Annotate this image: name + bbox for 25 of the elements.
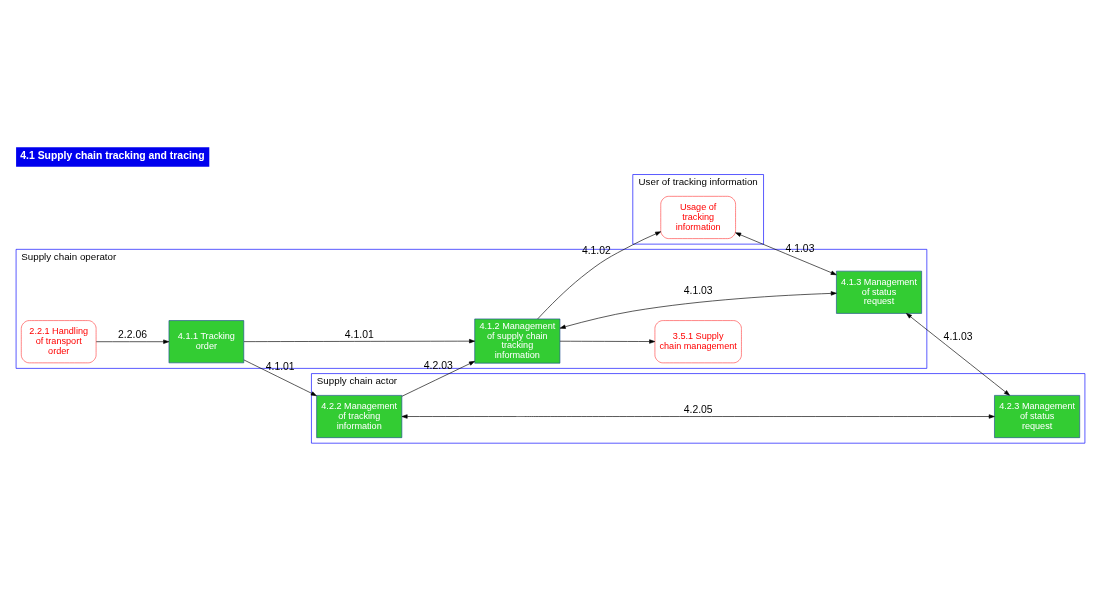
edge-label: 2.2.06: [118, 328, 147, 340]
edge-label: 4.1.01: [344, 328, 374, 340]
node-box: 4.2.2 Management of tracking information: [316, 394, 403, 438]
edge-label: 4.2.03: [423, 359, 453, 371]
edge-label: 4.1.03: [943, 330, 973, 342]
node-box: 4.1.2 Management of supply chain tracking information: [474, 318, 561, 363]
arrow: [906, 312, 1010, 395]
edge-label: 4.1.03: [683, 284, 713, 296]
node-box: Usage of tracking information: [660, 195, 736, 239]
arrow: [537, 230, 662, 319]
arrow: [735, 231, 837, 275]
edge-label: 4.2.05: [683, 403, 713, 415]
node-box: 2.2.1 Handling of transport order: [20, 319, 97, 363]
arrow: [243, 359, 317, 396]
arrow: [559, 338, 656, 344]
node-box: 4.1.3 Management of status request: [836, 270, 922, 314]
diagram-title: 4.1 Supply chain tracking and tracing: [20, 149, 205, 161]
arrow: [401, 360, 475, 397]
node-box: 4.2.3 Management of status request: [994, 394, 1081, 438]
node-box: 3.5.1 Supply chain management: [654, 319, 742, 363]
arrow: [559, 290, 837, 329]
node-box: 4.1.1 Tracking order: [168, 319, 245, 363]
arrow: [243, 338, 475, 343]
arrow: [401, 413, 995, 419]
arrow: [95, 339, 170, 344]
